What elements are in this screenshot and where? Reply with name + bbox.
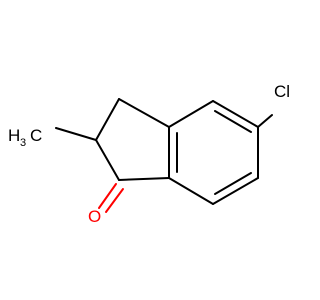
structure-canvas: Cl H 3 C O — [8, 82, 290, 226]
bond-ring-4 — [168, 177, 214, 205]
methyl-carbon-label: C — [30, 126, 42, 145]
bond-ch2-ring — [118, 98, 170, 128]
bond-co-ring — [118, 177, 170, 181]
methyl-subscript-label: 3 — [20, 137, 26, 149]
molecule-diagram: Cl H 3 C O — [8, 82, 290, 226]
bond-methyl — [55, 127, 97, 141]
bond-chlorine — [257, 114, 273, 128]
bond-ring-inner-2 — [214, 172, 252, 195]
bond-carbonyl-2 — [105, 188, 124, 213]
methyl-hydrogen-label: H — [8, 126, 20, 145]
bond-ring-1 — [212, 100, 259, 128]
bond-ring-inner-1 — [214, 110, 252, 133]
bond-ch2-chme — [95, 98, 120, 141]
chlorine-label: Cl — [274, 82, 290, 101]
oxygen-label: O — [88, 207, 101, 226]
bond-carbonyl-1 — [98, 183, 117, 209]
bond-chme-co — [95, 139, 120, 181]
bond-ring-6 — [168, 100, 214, 128]
bond-ring-3 — [212, 177, 259, 205]
